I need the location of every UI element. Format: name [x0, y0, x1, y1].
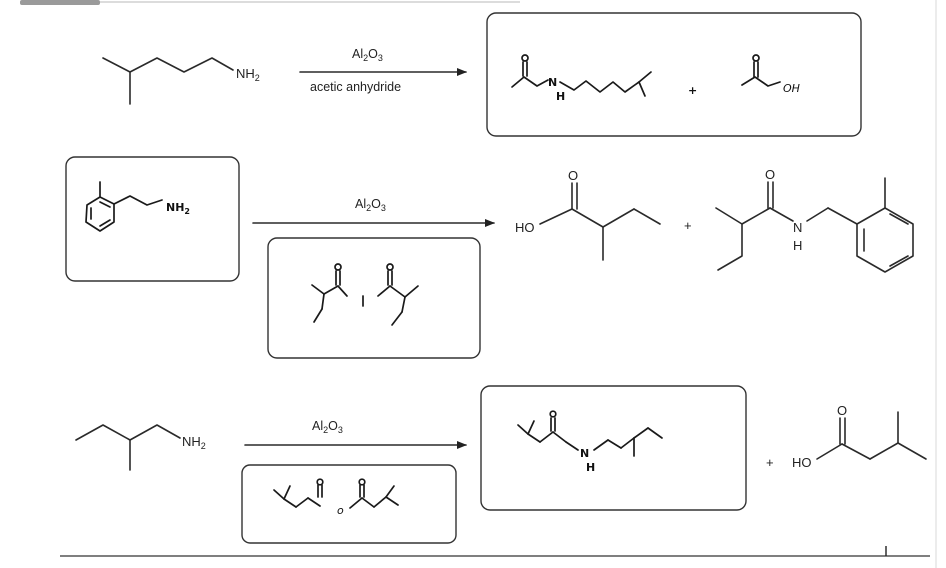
row3-hw-n: N	[580, 447, 589, 460]
row3-ho-label: HO	[792, 455, 812, 470]
row3-reactant-2-methylbutylamine: NH2	[75, 424, 206, 471]
row2-hw-nh2: NH2	[166, 201, 190, 216]
row1-reagent-acetic-anhydride: acetic anhydride	[310, 80, 401, 94]
row1-hw-h: H	[556, 90, 565, 103]
row3-reagent-al2o3: Al2O3	[312, 419, 343, 435]
row1-reaction-arrow: Al2O3 acetic anhydride	[299, 47, 467, 94]
row3-nh2-label: NH2	[182, 434, 206, 451]
row1-nh2-label: NH2	[236, 66, 260, 83]
row1-handwritten-answer-box: N H + OH	[486, 12, 862, 137]
row2-reagent-al2o3: Al2O3	[355, 197, 386, 213]
row3-reaction-arrow: Al2O3	[244, 419, 467, 449]
row1-reactant-isohexylamine: NH2	[102, 57, 260, 105]
top-crop-bar	[20, 0, 100, 5]
row3-hw-h: H	[586, 461, 595, 474]
row2-product-2-methylbutanoic-acid: HO O	[515, 168, 661, 261]
row2-amide-h-label: H	[793, 238, 802, 253]
row2-handwritten-reactant-box: NH2	[65, 156, 240, 282]
row2-reaction-arrow: Al2O3	[252, 197, 495, 227]
row2-amide-o-label: O	[765, 167, 775, 182]
row1-hw-n: N	[548, 76, 557, 89]
row3-acid-o-label: O	[837, 403, 847, 418]
row3-plus-sign: +	[766, 455, 774, 470]
row1-hw-oh: OH	[783, 82, 800, 95]
row3-handwritten-product-box: N H	[480, 385, 747, 511]
row2-ho-label: HO	[515, 220, 535, 235]
row2-handwritten-reagent-box	[267, 237, 481, 359]
row2-product-amide: O N H	[715, 167, 914, 273]
row1-hw-plus: +	[688, 84, 697, 97]
row3-handwritten-reagent-box: o	[241, 464, 457, 544]
row1-reagent-al2o3: Al2O3	[352, 47, 383, 63]
row2-plus-sign: +	[684, 218, 692, 233]
row2-amide-n-label: N	[793, 220, 802, 235]
row3-product-isovaleric-acid: HO O	[792, 403, 927, 470]
row2-acid-o-label: O	[568, 168, 578, 183]
row3-hw-o-bridge: o	[337, 504, 344, 517]
